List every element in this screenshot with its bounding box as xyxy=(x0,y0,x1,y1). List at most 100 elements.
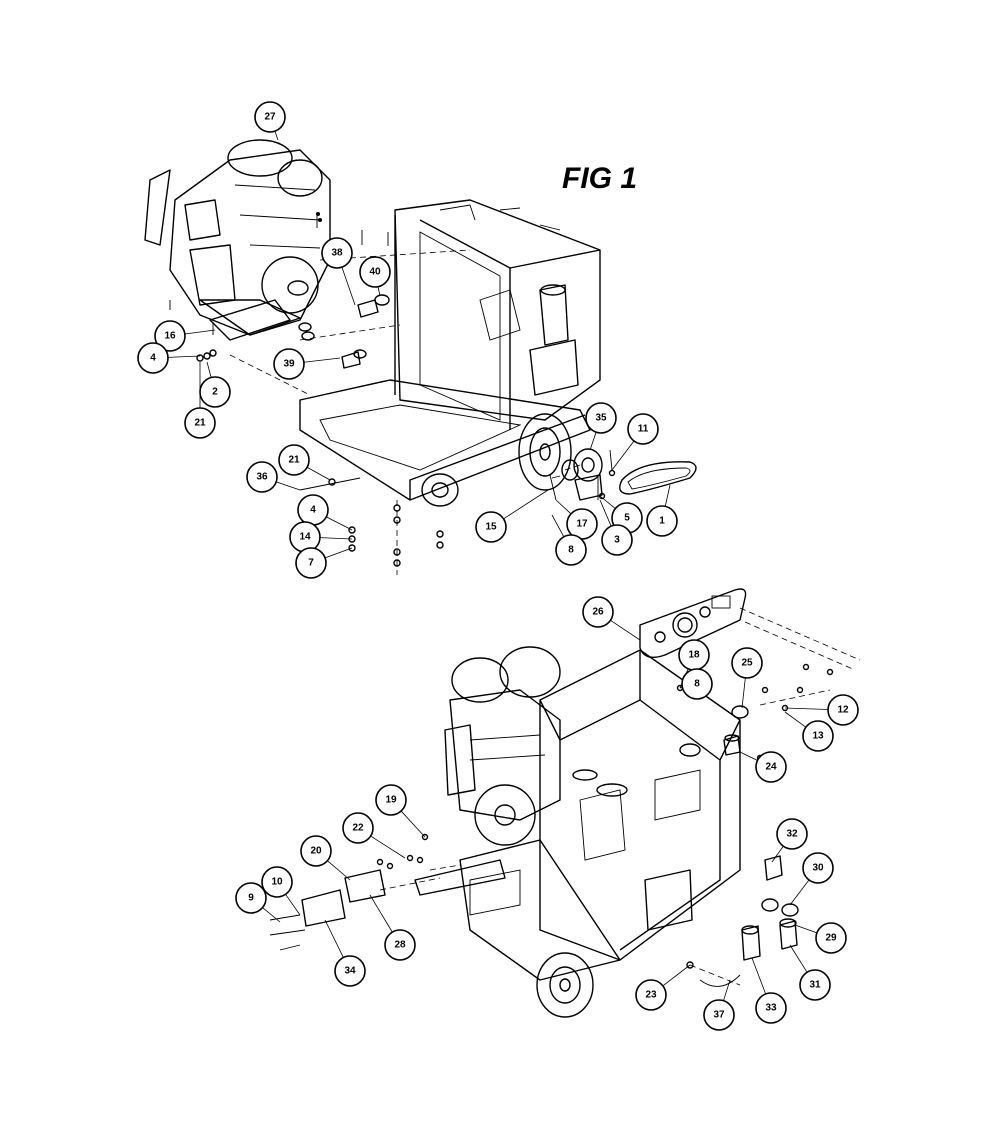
callout-label: 4 xyxy=(310,505,316,516)
callout-21a: 21 xyxy=(184,362,216,439)
callout-circle xyxy=(755,751,787,783)
callout-leader-line xyxy=(784,711,807,728)
callout-leader-line xyxy=(741,677,746,709)
callout-circle xyxy=(273,348,305,380)
callout-circle xyxy=(815,922,847,954)
callout-19: 19 xyxy=(375,784,426,838)
callout-label: 14 xyxy=(299,532,311,543)
callout-leader-line xyxy=(276,481,301,491)
callout-label: 27 xyxy=(264,112,276,123)
callout-leader-line xyxy=(341,267,356,306)
callout-label: 35 xyxy=(595,413,607,424)
callout-label: 21 xyxy=(288,455,300,466)
callout-label: 26 xyxy=(592,607,604,618)
callout-leader-line xyxy=(400,810,426,838)
callout-leader-line xyxy=(327,860,351,881)
callout-circle xyxy=(375,784,407,816)
callout-24: 24 xyxy=(739,751,787,783)
callout-label: 10 xyxy=(271,877,283,888)
callout-leader-line xyxy=(184,329,216,335)
callout-label: 8 xyxy=(694,679,700,690)
callout-leader-line xyxy=(789,879,810,906)
callout-circle xyxy=(295,547,327,579)
callout-label: 38 xyxy=(331,248,343,259)
upper-assembly xyxy=(144,139,697,575)
callout-leader-line xyxy=(369,894,393,933)
callout-circle xyxy=(627,413,659,445)
callout-label: 36 xyxy=(256,472,268,483)
callout-4a: 4 xyxy=(137,342,201,374)
callout-circle xyxy=(731,647,763,679)
callout-14: 14 xyxy=(289,521,353,553)
figure-title: FIG 1 xyxy=(562,162,637,195)
callout-22: 22 xyxy=(342,812,406,859)
callout-15: 15 xyxy=(475,489,549,543)
callout-label: 25 xyxy=(741,658,753,669)
callout-label: 5 xyxy=(624,513,630,524)
callout-36: 36 xyxy=(246,461,301,493)
callout-circle xyxy=(799,969,831,1001)
lower-hardware xyxy=(269,663,834,987)
callout-label: 33 xyxy=(765,1003,777,1014)
lower-alignment-lines xyxy=(379,607,861,986)
callout-circle xyxy=(802,852,834,884)
callout-label: 4 xyxy=(150,353,156,364)
callout-leader-line xyxy=(789,944,808,973)
callout-circle xyxy=(300,835,332,867)
callout-leader-line xyxy=(262,907,281,923)
callout-label: 21 xyxy=(194,418,206,429)
callout-label: 13 xyxy=(812,731,824,742)
callout-34: 34 xyxy=(324,919,366,987)
callout-circle xyxy=(475,511,507,543)
callout-label: 17 xyxy=(576,519,588,530)
callout-label: 15 xyxy=(485,522,497,533)
callout-leader-line xyxy=(551,514,565,538)
callout-leader-line xyxy=(206,361,212,378)
callout-1: 1 xyxy=(646,484,678,537)
callout-leader-line xyxy=(274,131,279,141)
callout-circle xyxy=(246,461,278,493)
callout-40: 40 xyxy=(359,256,391,297)
callout-circle xyxy=(184,407,216,439)
callout-leader-line xyxy=(285,894,301,916)
callout-label: 20 xyxy=(310,846,322,857)
callout-leader-line xyxy=(326,516,353,531)
callout-32: 32 xyxy=(771,818,808,863)
callout-label: 9 xyxy=(248,893,254,904)
front-roller xyxy=(421,473,459,507)
callout-label: 24 xyxy=(765,762,777,773)
callout-label: 1 xyxy=(659,516,665,527)
callout-29: 29 xyxy=(794,922,847,954)
callout-circle xyxy=(261,866,293,898)
callout-circle xyxy=(278,444,310,476)
callout-circle xyxy=(137,342,169,374)
callout-leader-line xyxy=(723,979,731,1001)
callout-leader-line xyxy=(771,845,784,863)
callout-label: 37 xyxy=(713,1010,725,1021)
callout-leader-line xyxy=(794,924,818,934)
callout-label: 32 xyxy=(786,829,798,840)
callout-38: 38 xyxy=(321,237,356,306)
callout-leader-line xyxy=(599,495,616,509)
callout-label: 2 xyxy=(212,387,218,398)
callout-circle xyxy=(334,955,366,987)
callout-circle xyxy=(681,668,713,700)
callout-circle xyxy=(254,101,286,133)
callout-leader-line xyxy=(739,751,758,761)
callout-label: 34 xyxy=(344,966,356,977)
callout-leader-line xyxy=(589,432,597,451)
callout-label: 23 xyxy=(645,990,657,1001)
callout-circle xyxy=(646,505,678,537)
frame-illustration xyxy=(299,199,601,501)
callout-35: 35 xyxy=(585,402,617,451)
callout-leader-line xyxy=(306,466,331,481)
callout-label: 22 xyxy=(352,823,364,834)
callout-circle xyxy=(582,596,614,628)
callout-label: 40 xyxy=(369,267,381,278)
callout-17: 17 xyxy=(555,499,598,540)
callout-label: 3 xyxy=(614,535,620,546)
callout-31: 31 xyxy=(789,944,831,1001)
callout-circle xyxy=(384,929,416,961)
callout-13: 13 xyxy=(784,711,834,752)
